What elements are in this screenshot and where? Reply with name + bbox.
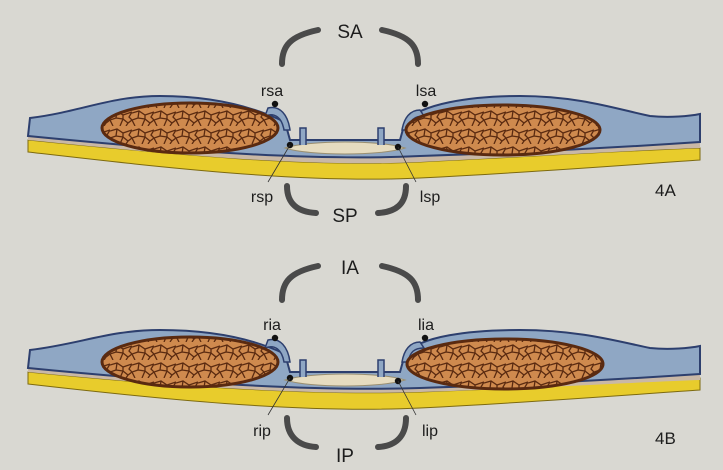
label-ia: IA xyxy=(341,258,359,279)
prong-right xyxy=(378,128,384,145)
panel-4a: SA SP rsa lsa rsp lsp 4A xyxy=(28,22,700,227)
prong-left xyxy=(300,128,306,145)
prong-left xyxy=(300,360,306,377)
bracket-bottom xyxy=(287,418,406,447)
label-rsa: rsa xyxy=(261,83,283,100)
muscle-right xyxy=(102,337,278,387)
label-lsp: lsp xyxy=(420,189,441,206)
label-sp: SP xyxy=(332,206,357,227)
point-lsa xyxy=(422,101,428,107)
label-lsa: lsa xyxy=(416,83,437,100)
muscle-right xyxy=(102,103,278,153)
point-rsa xyxy=(272,101,278,107)
label-rsp: rsp xyxy=(251,189,273,206)
prong-right xyxy=(378,360,384,377)
label-lia: lia xyxy=(418,317,434,334)
label-lip: lip xyxy=(422,423,438,440)
label-ria: ria xyxy=(263,317,281,334)
label-sa: SA xyxy=(337,22,363,43)
point-lia xyxy=(422,335,428,341)
panel-label-4a: 4A xyxy=(655,181,676,200)
muscle-left xyxy=(407,339,603,389)
label-rip: rip xyxy=(253,423,271,440)
label-ip: IP xyxy=(336,446,354,467)
panel-4b: IA IP ria lia rip lip 4B xyxy=(28,258,700,467)
point-ria xyxy=(272,335,278,341)
muscle-left xyxy=(406,105,600,155)
panel-label-4b: 4B xyxy=(655,429,676,448)
